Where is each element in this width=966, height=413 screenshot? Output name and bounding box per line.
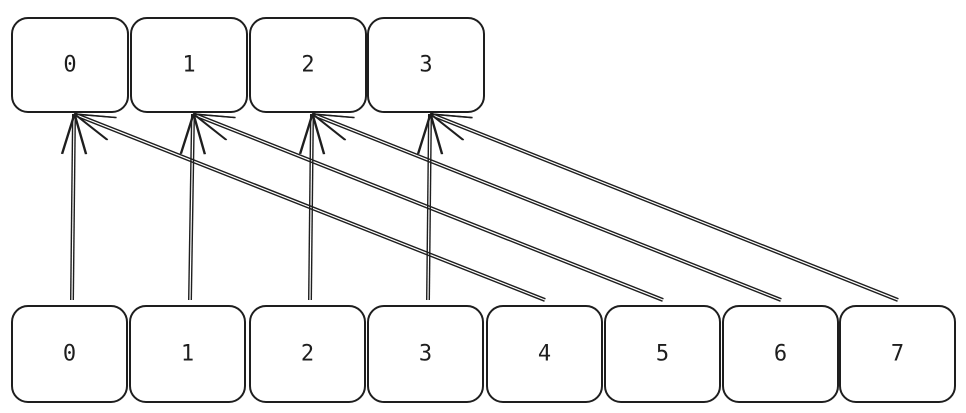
cell-box: [486, 305, 603, 403]
cell-label: 3: [419, 53, 432, 78]
bottom-array: 0 1 2 3 4 5 6 7: [11, 305, 956, 403]
arrow-7-to-3: [429, 112, 899, 302]
bottom-cell-1: 1: [129, 305, 246, 403]
arrow-0-to-0: [60, 113, 88, 301]
cell-box: [11, 17, 129, 113]
cell-box: [249, 17, 367, 113]
arrow-6-to-2: [311, 112, 782, 302]
arrows-layer: [60, 112, 899, 302]
arrowhead: [429, 113, 443, 155]
bottom-cell-7: 7: [839, 305, 956, 403]
arrowhead: [73, 113, 87, 155]
cell-box: [839, 305, 956, 403]
cell-box: [367, 17, 485, 113]
bottom-cell-0: 0: [11, 305, 128, 403]
cell-label: 4: [538, 342, 551, 367]
top-cell-3: 3: [367, 17, 485, 113]
cell-label: 0: [63, 342, 76, 367]
cell-box: [604, 305, 721, 403]
arrowhead: [416, 113, 431, 155]
bottom-cell-2: 2: [249, 305, 366, 403]
arrow-2-to-2: [298, 113, 326, 301]
cell-box: [11, 305, 128, 403]
top-cell-1: 1: [130, 17, 248, 113]
cell-box: [249, 305, 366, 403]
arrow-1-to-1: [179, 113, 207, 301]
arrowhead: [311, 113, 325, 155]
top-cell-2: 2: [249, 17, 367, 113]
arrowhead: [192, 113, 206, 155]
arrowhead: [60, 113, 75, 155]
cell-label: 5: [656, 342, 669, 367]
cell-box: [722, 305, 839, 403]
arrowhead: [298, 113, 313, 155]
cell-label: 6: [774, 342, 787, 367]
cell-box: [130, 17, 248, 113]
cell-label: 2: [301, 342, 314, 367]
cell-label: 3: [419, 342, 432, 367]
cell-box: [129, 305, 246, 403]
cell-label: 1: [182, 53, 195, 78]
bottom-cell-5: 5: [604, 305, 721, 403]
arrow-4-to-0: [73, 112, 546, 302]
bottom-cell-4: 4: [486, 305, 603, 403]
cell-label: 7: [891, 342, 904, 367]
cell-label: 1: [181, 342, 194, 367]
cell-label: 2: [301, 53, 314, 78]
cell-box: [367, 305, 484, 403]
bottom-cell-3: 3: [367, 305, 484, 403]
bottom-cell-6: 6: [722, 305, 839, 403]
top-cell-0: 0: [11, 17, 129, 113]
arrow-5-to-1: [192, 112, 664, 302]
top-array: 0 1 2 3: [11, 17, 485, 113]
cell-label: 0: [63, 53, 76, 78]
arrowhead: [179, 113, 194, 155]
